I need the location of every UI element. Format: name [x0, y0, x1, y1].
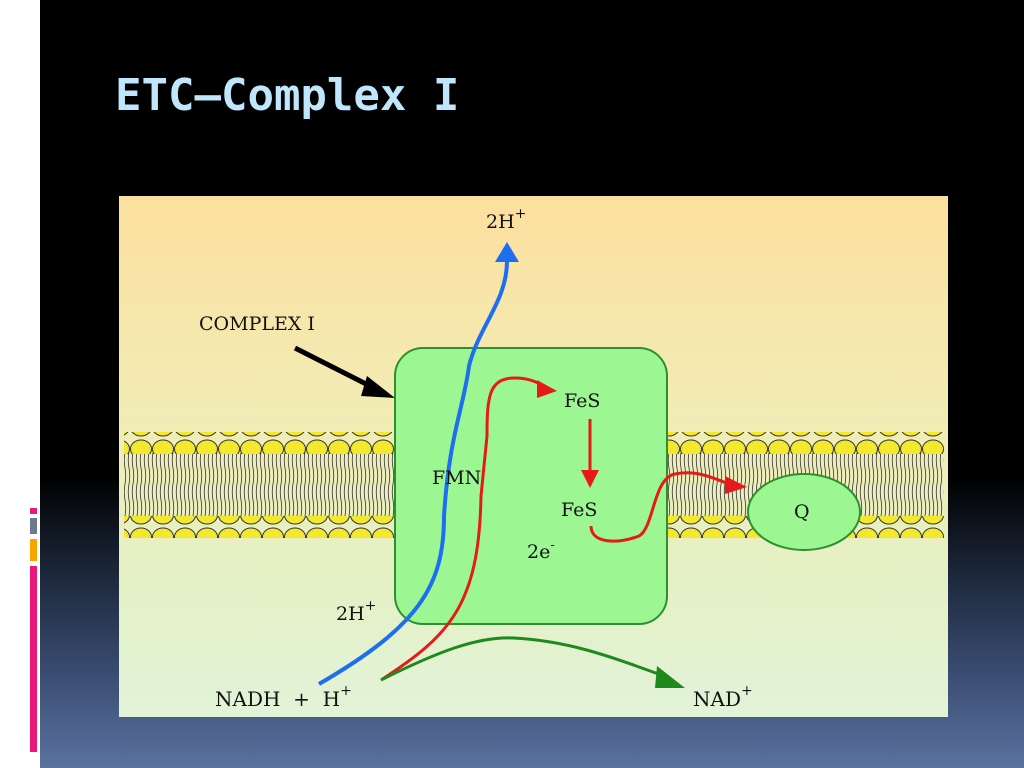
q-label: Q [794, 501, 810, 523]
electron-arrow-to-q [589, 471, 730, 543]
complex-pointer-arrow [293, 345, 376, 391]
nad-label: NAD+ [693, 683, 753, 711]
nadh-label: NADH + H+ [215, 683, 352, 711]
nad-arrow [380, 636, 665, 682]
complex-label: COMPLEX I [199, 313, 315, 335]
electron-arrowhead-down [581, 470, 599, 488]
electrons-label: 2e- [527, 538, 555, 563]
accent-bar-gray [30, 518, 37, 534]
nad-arrowhead [655, 666, 685, 688]
slide-left-strip [0, 0, 40, 768]
accent-bar-pink-top [30, 508, 37, 514]
electron-arrowhead-q [725, 476, 747, 494]
fmn-label: FMN [432, 467, 481, 489]
protons-bottom-label: 2H+ [336, 598, 376, 625]
proton-arrow-head [495, 242, 519, 262]
diagram-canvas: COMPLEX I FMN FeS FeS 2e- Q 2H+ 2H+ NADH… [124, 206, 944, 711]
electron-arrow-to-fes [380, 376, 548, 682]
complex-i-block [394, 347, 668, 625]
fes-bottom-label: FeS [561, 499, 597, 521]
accent-bar-pink [30, 566, 37, 752]
electron-arrowhead-fes [537, 380, 557, 398]
proton-arrow [317, 260, 509, 686]
complex-pointer-arrowhead [361, 376, 395, 398]
slide-title: ETC–Complex I [115, 70, 460, 121]
ubiquinone-q [747, 473, 861, 551]
protons-top-label: 2H+ [486, 206, 526, 233]
complex-i-diagram: COMPLEX I FMN FeS FeS 2e- Q 2H+ 2H+ NADH… [119, 196, 948, 717]
accent-bar-orange [30, 539, 37, 561]
fes-top-label: FeS [564, 390, 600, 412]
